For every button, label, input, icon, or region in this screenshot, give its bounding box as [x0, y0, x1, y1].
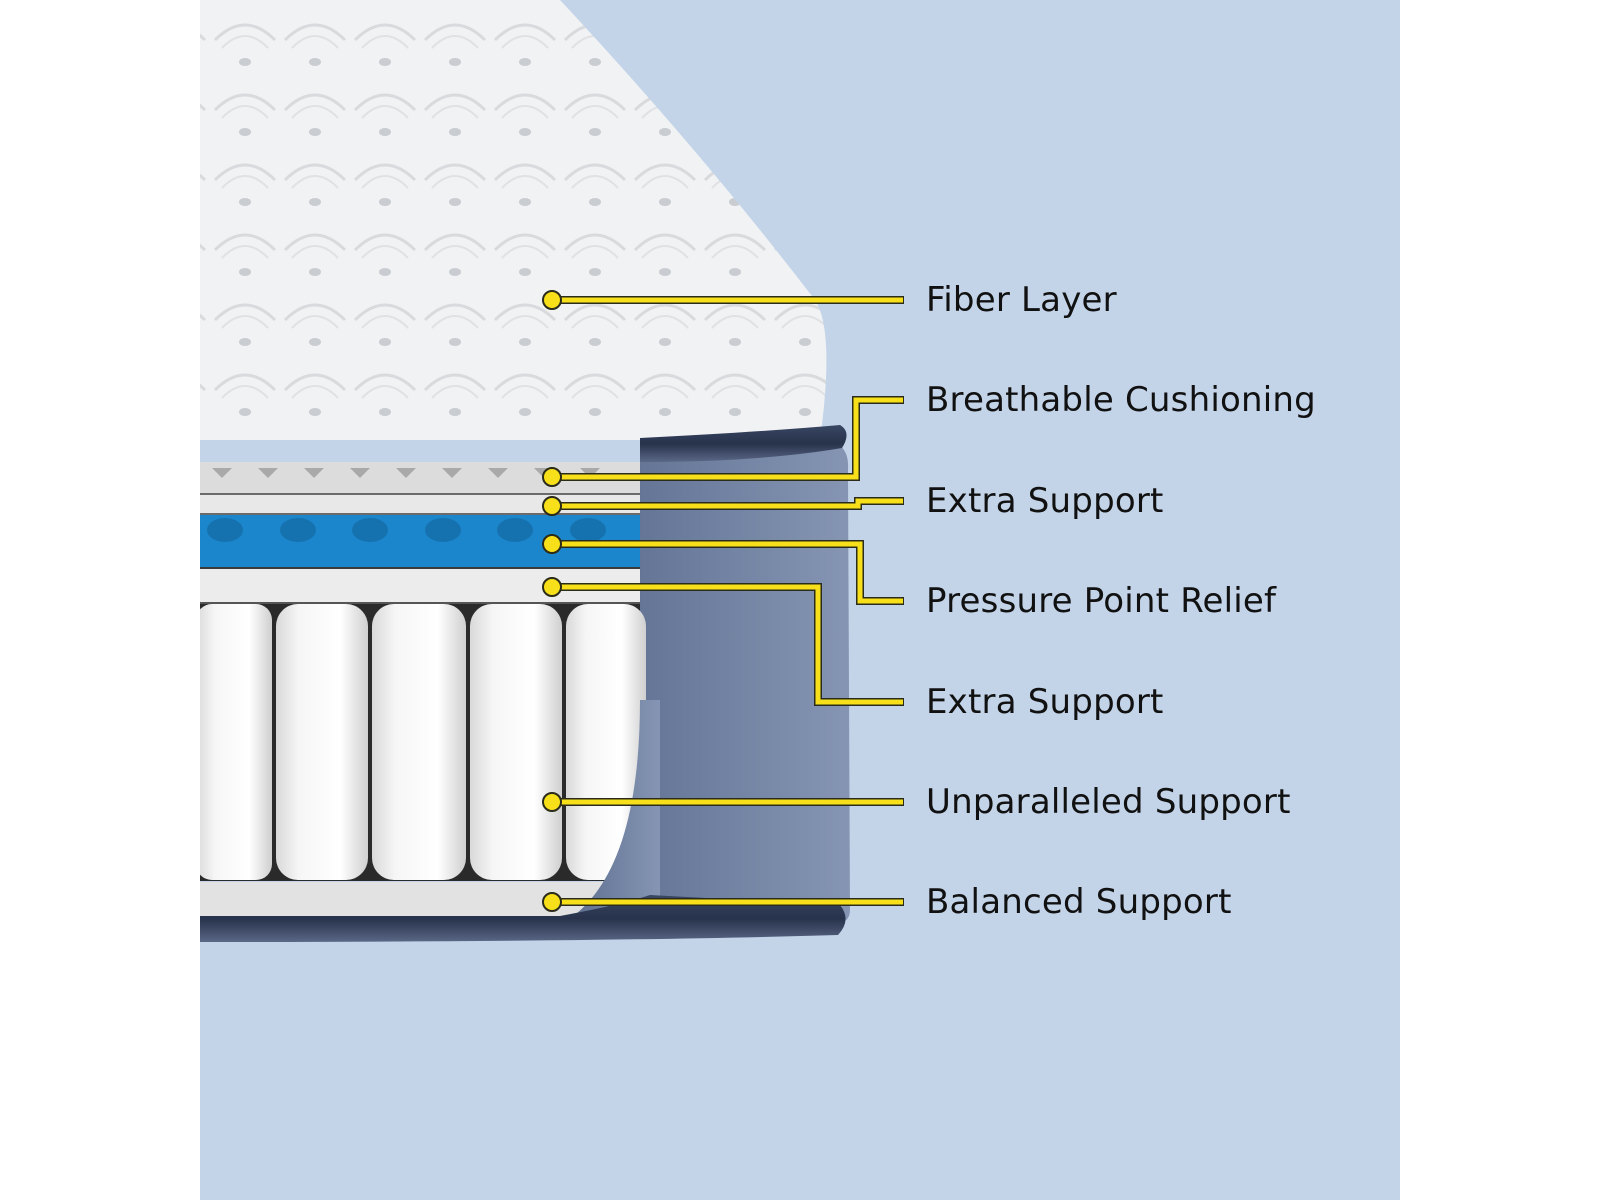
callout-lines — [542, 290, 904, 912]
label-unparalleled-support: Unparalleled Support — [926, 782, 1291, 822]
callout-dot — [542, 290, 562, 310]
callout-dot — [542, 892, 562, 912]
callout-dot — [542, 496, 562, 516]
callout-dot — [542, 577, 562, 597]
label-breathable-cushioning: Breathable Cushioning — [926, 380, 1316, 420]
mattress-illustration — [200, 0, 904, 942]
mattress-top-quilt — [200, 0, 827, 440]
layer-extra-support-top — [200, 495, 640, 513]
label-extra-support-bottom: Extra Support — [926, 682, 1164, 722]
pocketed-coils — [200, 604, 646, 880]
diagram-panel — [200, 0, 1400, 1200]
callout-dot — [542, 534, 562, 554]
mattress-top-rim — [640, 425, 847, 462]
callout-dot — [542, 467, 562, 487]
label-extra-support-top: Extra Support — [926, 481, 1164, 521]
callout-dot — [542, 792, 562, 812]
label-fiber-layer: Fiber Layer — [926, 280, 1117, 320]
label-pressure-point-relief: Pressure Point Relief — [926, 581, 1277, 621]
label-balanced-support: Balanced Support — [926, 882, 1232, 922]
mattress-bottom-rim — [200, 895, 846, 942]
